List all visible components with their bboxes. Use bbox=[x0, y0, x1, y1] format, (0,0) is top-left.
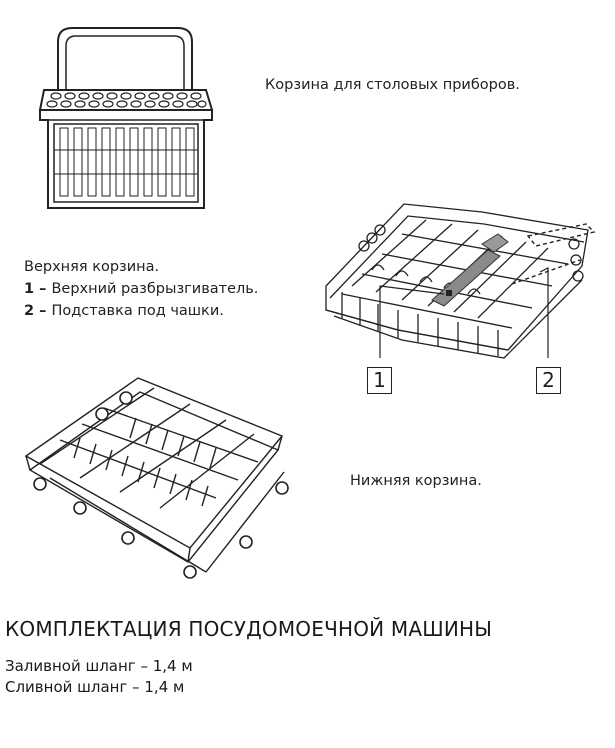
upper-basket-item-2: 2 – Подставка под чашки. bbox=[24, 300, 258, 322]
upper-basket-item-1: 1 – Верхний разбрызгиватель. bbox=[24, 278, 258, 300]
item-label: Верхний разбрызгиватель. bbox=[51, 281, 259, 297]
item-dash: – bbox=[34, 281, 52, 297]
item-dash: – bbox=[34, 303, 52, 319]
upper-basket-caption: Верхняя корзина. 1 – Верхний разбрызгива… bbox=[24, 256, 258, 322]
lower-basket-caption: Нижняя корзина. bbox=[350, 473, 482, 489]
item-label: Подставка под чашки. bbox=[51, 303, 224, 319]
callout-2: 2 bbox=[536, 367, 561, 394]
lower-basket-illustration bbox=[20, 368, 300, 583]
item-number: 2 bbox=[24, 303, 35, 319]
item-number: 1 bbox=[24, 281, 35, 297]
upper-basket-title: Верхняя корзина. bbox=[24, 259, 160, 275]
kit-heading: КОМПЛЕКТАЦИЯ ПОСУДОМОЕЧНОЙ МАШИНЫ bbox=[5, 617, 493, 641]
callout-1: 1 bbox=[367, 367, 392, 394]
kit-list: Заливной шланг – 1,4 м Сливной шланг – 1… bbox=[5, 656, 193, 698]
kit-item-drain-hose: Сливной шланг – 1,4 м bbox=[5, 678, 185, 696]
cutlery-basket-caption: Корзина для столовых приборов. bbox=[265, 77, 520, 93]
cutlery-basket-illustration bbox=[38, 20, 218, 215]
kit-item-fill-hose: Заливной шланг – 1,4 м bbox=[5, 657, 193, 675]
upper-basket-illustration bbox=[312, 190, 602, 370]
